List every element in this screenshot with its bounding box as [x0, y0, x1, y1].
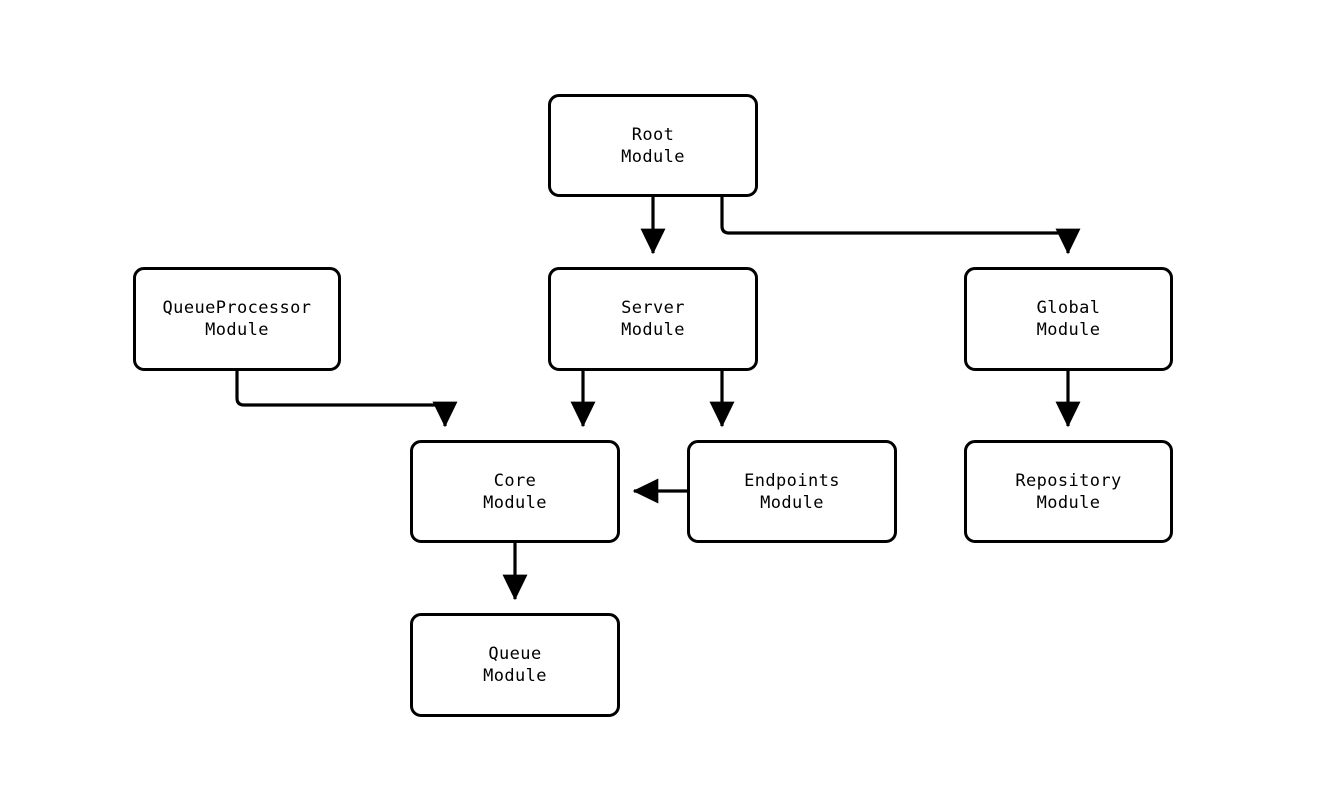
node-queueprocessor-module-name: QueueProcessor	[162, 298, 312, 318]
node-queueprocessor-module[interactable]: QueueProcessor Module	[133, 267, 341, 371]
edge-root-to-global	[720, 197, 1081, 255]
node-core-module-name: Core	[493, 470, 537, 491]
node-root-module-name: Root	[631, 124, 675, 145]
node-queue-module[interactable]: Queue Module	[410, 613, 620, 717]
node-server-module-name: Server	[621, 298, 685, 318]
node-root-module[interactable]: Root Module	[548, 94, 758, 197]
node-repository-module-name: Repository	[1015, 470, 1122, 491]
edge-queueprocessor-to-core	[235, 371, 458, 428]
node-queue-module-suffix: Module	[483, 666, 547, 686]
node-endpoints-module-suffix: Module	[760, 492, 824, 513]
node-server-module[interactable]: Server Module	[548, 267, 758, 371]
node-global-module-suffix: Module	[1036, 320, 1101, 340]
node-repository-module[interactable]: Repository Module	[964, 440, 1173, 543]
node-server-module-suffix: Module	[621, 320, 685, 340]
node-queue-module-name: Queue	[488, 644, 542, 664]
node-global-module-name: Global	[1036, 298, 1101, 318]
node-core-module[interactable]: Core Module	[410, 440, 620, 543]
node-queueprocessor-module-suffix: Module	[205, 320, 269, 340]
node-global-module[interactable]: Global Module	[964, 267, 1173, 371]
node-endpoints-module-name: Endpoints	[744, 470, 840, 491]
node-repository-module-suffix: Module	[1036, 492, 1101, 513]
node-root-module-suffix: Module	[621, 146, 685, 167]
node-endpoints-module[interactable]: Endpoints Module	[687, 440, 897, 543]
node-core-module-suffix: Module	[483, 492, 547, 513]
